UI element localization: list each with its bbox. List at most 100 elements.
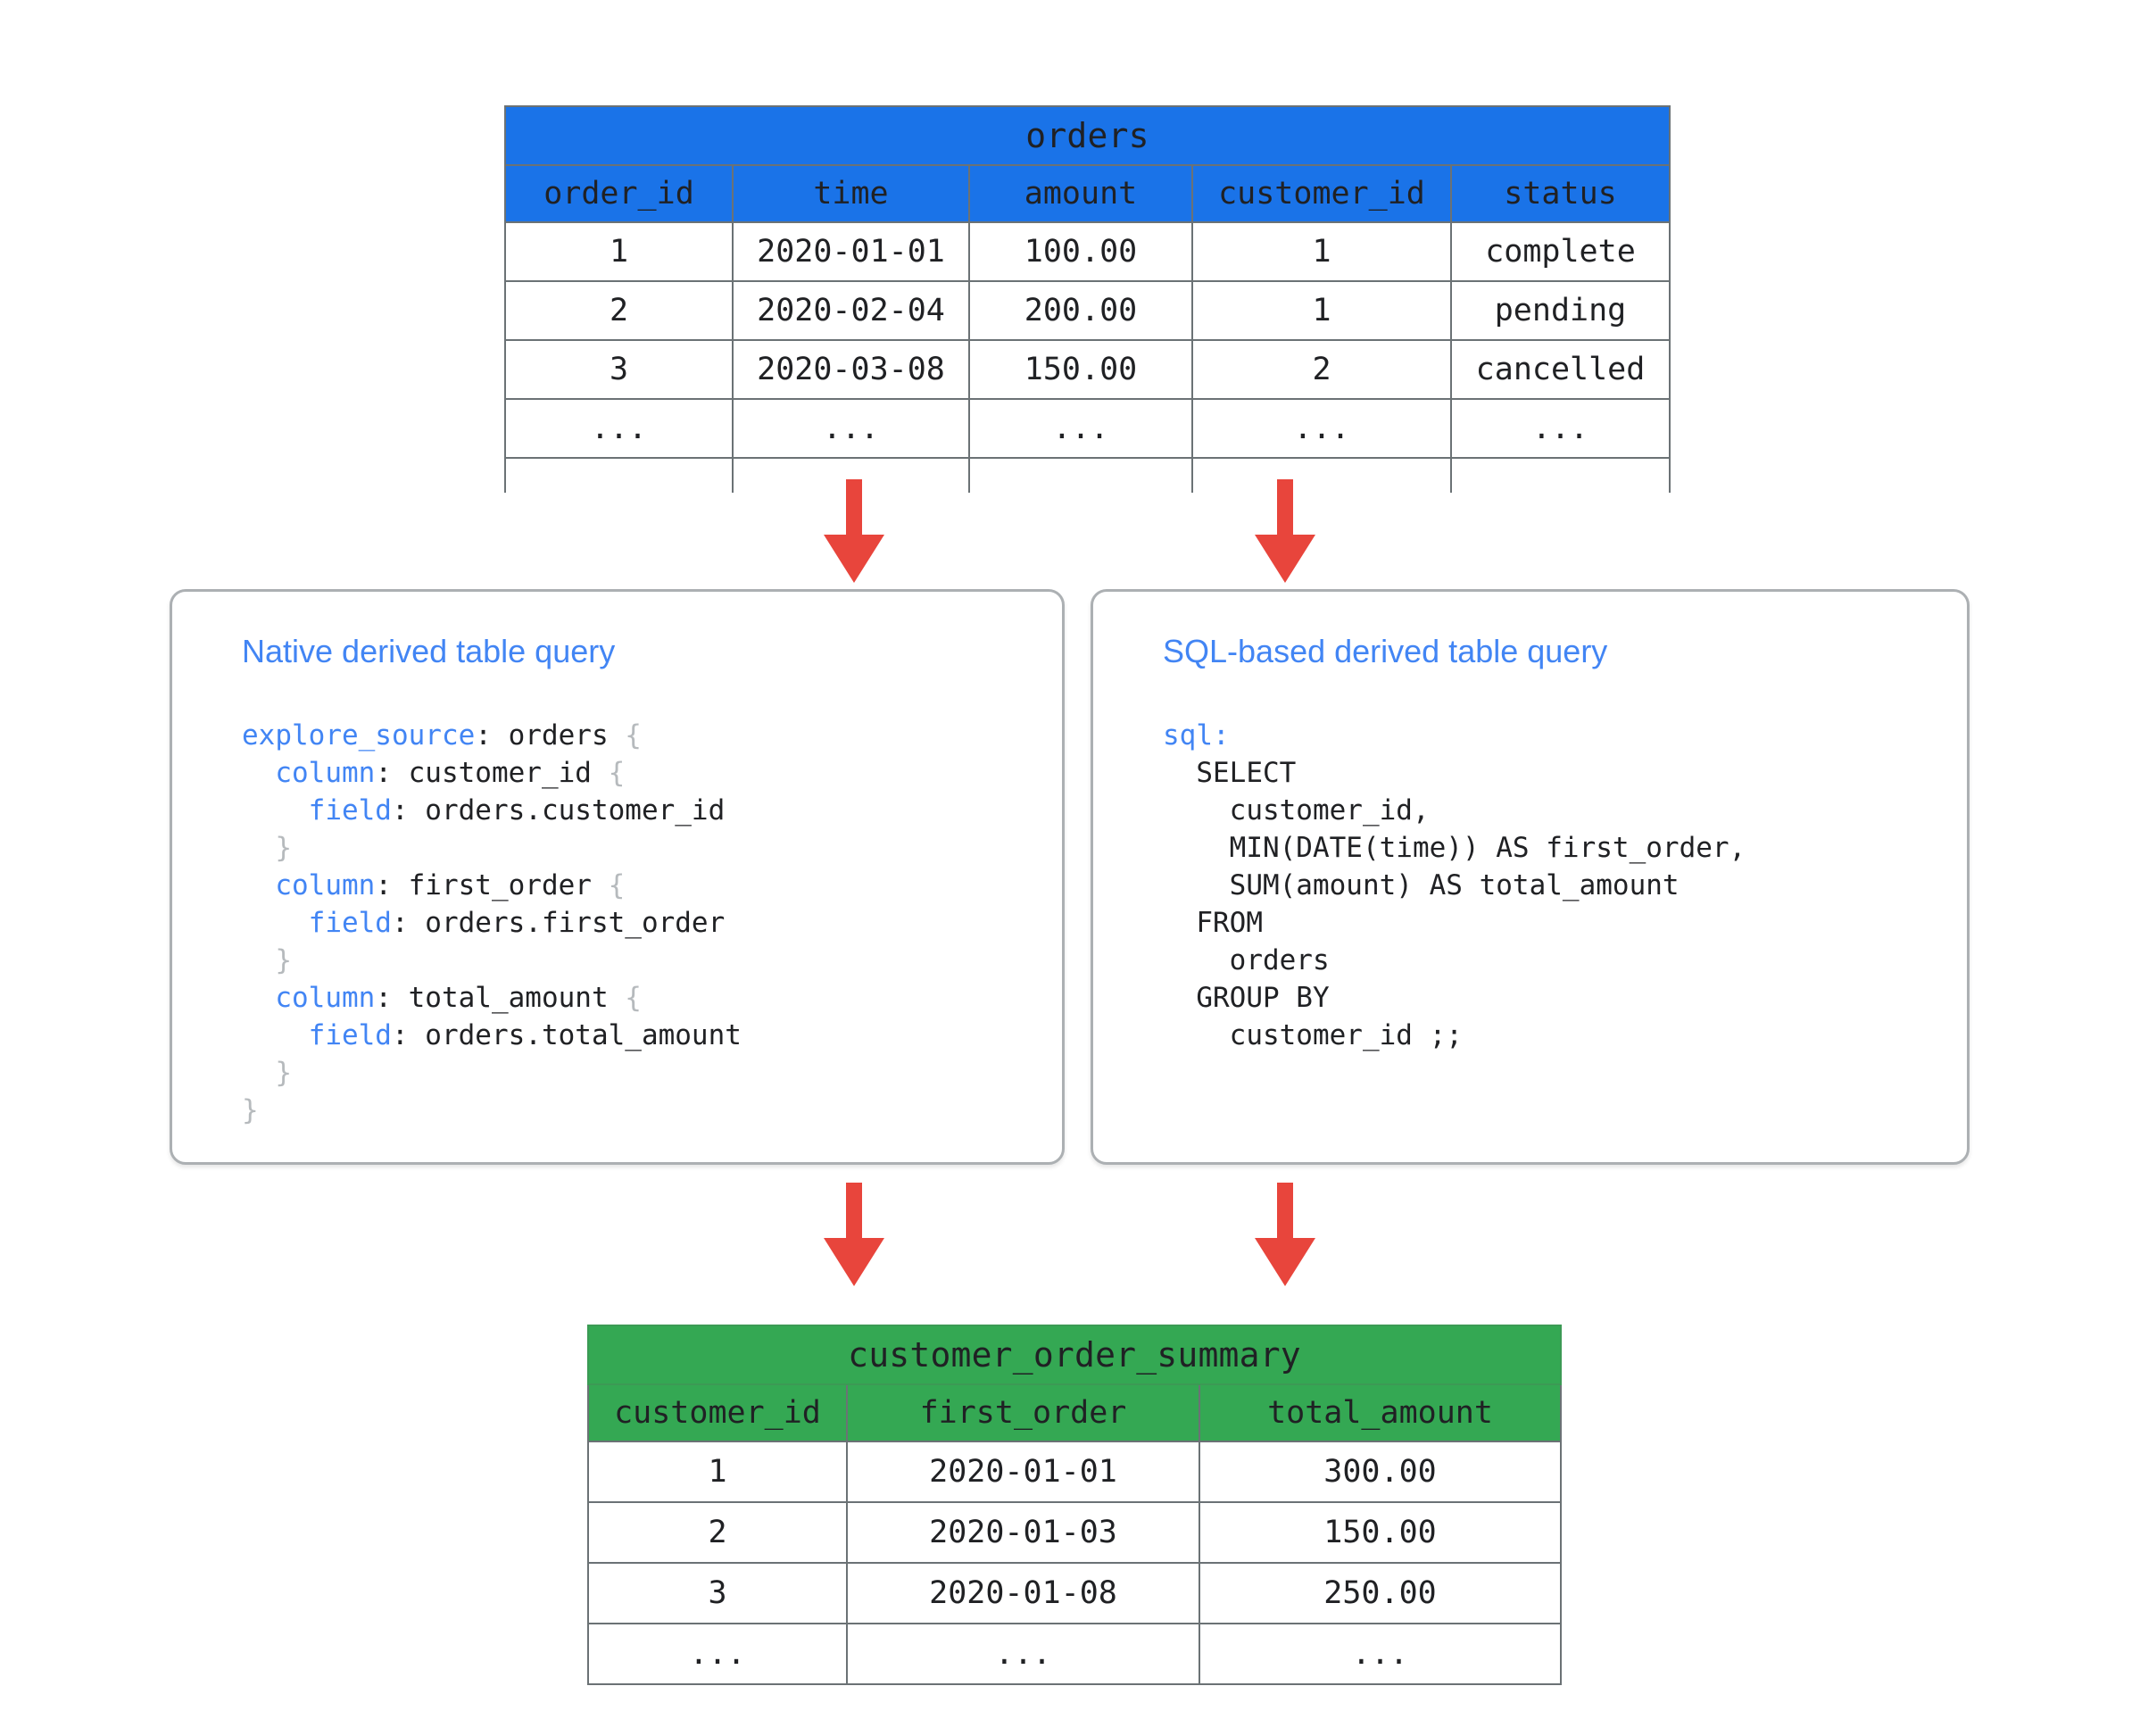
code-token: } (242, 1094, 259, 1126)
code-token: : customer_id (375, 757, 609, 789)
arrow-sql-to-summary-icon (1255, 1183, 1315, 1286)
sql-code-block: sql: SELECT customer_id, MIN(DATE(time))… (1163, 717, 1746, 1054)
table-header-row: order_id time amount customer_id status (504, 164, 1671, 223)
code-token: sql (1163, 719, 1213, 752)
code-token: { (625, 719, 642, 752)
code-token: column (275, 757, 376, 789)
cell: ... (732, 398, 970, 459)
column-header-order-id: order_id (504, 164, 734, 223)
column-header-status: status (1450, 164, 1671, 223)
code-token: column (275, 982, 376, 1014)
code-token: GROUP BY (1163, 982, 1330, 1014)
cell: 3 (504, 339, 734, 400)
code-line: } (242, 942, 742, 979)
cell: 2020-01-03 (846, 1501, 1200, 1564)
cell: ... (968, 398, 1193, 459)
cell: 250.00 (1199, 1562, 1562, 1624)
cell: complete (1450, 221, 1671, 282)
code-token: : orders.customer_id (391, 794, 726, 826)
code-token: { (608, 757, 626, 789)
cell: ... (846, 1623, 1200, 1685)
cell: 2020-01-08 (846, 1562, 1200, 1624)
table-row: 3 2020-01-08 250.00 (587, 1562, 1562, 1624)
native-box-title: Native derived table query (242, 633, 616, 669)
code-token: column (275, 869, 376, 901)
cell: 2 (504, 280, 734, 341)
table-row: 3 2020-03-08 150.00 2 cancelled (504, 339, 1671, 400)
code-line: SELECT (1163, 754, 1746, 792)
table-row: 2 2020-01-03 150.00 (587, 1501, 1562, 1564)
code-line: GROUP BY (1163, 979, 1746, 1017)
cell: 2020-03-08 (732, 339, 970, 400)
cell: ... (1199, 1623, 1562, 1685)
code-token: } (275, 944, 292, 976)
table-row-ellipsis: ... ... ... ... ... (504, 398, 1671, 459)
code-line: } (242, 829, 742, 867)
code-token (242, 944, 275, 976)
column-header-customer-id: customer_id (587, 1383, 848, 1442)
code-line: SUM(amount) AS total_amount (1163, 867, 1746, 904)
cell: 100.00 (968, 221, 1193, 282)
code-token (242, 982, 275, 1014)
code-line: explore_source: orders { (242, 717, 742, 754)
source-table-orders: orders order_id time amount customer_id … (504, 105, 1671, 493)
cell: 1 (504, 221, 734, 282)
cell: cancelled (1450, 339, 1671, 400)
code-line: field: orders.total_amount (242, 1017, 742, 1054)
code-token: } (275, 1057, 292, 1089)
code-token: field (308, 794, 392, 826)
code-token: customer_id ;; (1163, 1019, 1463, 1051)
code-token: customer_id, (1163, 794, 1430, 826)
column-header-amount: amount (968, 164, 1193, 223)
table-row: 1 2020-01-01 100.00 1 complete (504, 221, 1671, 282)
column-header-total-amount: total_amount (1199, 1383, 1562, 1442)
column-header-customer-id: customer_id (1191, 164, 1452, 223)
code-line: column: customer_id { (242, 754, 742, 792)
code-line: MIN(DATE(time)) AS first_order, (1163, 829, 1746, 867)
code-token (242, 869, 275, 901)
cell: 2020-01-01 (732, 221, 970, 282)
cell: 1 (1191, 221, 1452, 282)
table-title-row: customer_order_summary (587, 1325, 1562, 1385)
cell: 1 (587, 1441, 848, 1503)
code-token: : orders.first_order (391, 907, 726, 939)
arrow-orders-to-sql-icon (1255, 479, 1315, 583)
result-table-customer-order-summary: customer_order_summary customer_id first… (587, 1325, 1562, 1685)
native-code-block: explore_source: orders { column: custome… (242, 717, 742, 1129)
table-header-row: customer_id first_order total_amount (587, 1383, 1562, 1442)
column-header-first-order: first_order (846, 1383, 1200, 1442)
code-line: field: orders.customer_id (242, 792, 742, 829)
code-token: explore_source (242, 719, 476, 752)
cell (1191, 457, 1452, 493)
cell: 2020-02-04 (732, 280, 970, 341)
cell: ... (587, 1623, 848, 1685)
result-table-name: customer_order_summary (587, 1325, 1562, 1385)
cell: 200.00 (968, 280, 1193, 341)
code-token: SUM(amount) AS total_amount (1163, 869, 1680, 901)
cell: ... (504, 398, 734, 459)
cell: 1 (1191, 280, 1452, 341)
cell: ... (1450, 398, 1671, 459)
code-line: field: orders.first_order (242, 904, 742, 942)
cell: pending (1450, 280, 1671, 341)
cell: 300.00 (1199, 1441, 1562, 1503)
code-line: customer_id, (1163, 792, 1746, 829)
code-token: orders (1163, 944, 1330, 976)
cell: ... (1191, 398, 1452, 459)
cell: 2020-01-01 (846, 1441, 1200, 1503)
code-token: field (308, 907, 392, 939)
sql-derived-table-box: SQL-based derived table query sql: SELEC… (1091, 589, 1970, 1165)
table-title-row: orders (504, 105, 1671, 166)
code-line: orders (1163, 942, 1746, 979)
cell (504, 457, 734, 493)
code-token: } (275, 832, 292, 864)
code-token: FROM (1163, 907, 1263, 939)
code-token: SELECT (1163, 757, 1297, 789)
table-row-ellipsis: ... ... ... (587, 1623, 1562, 1685)
column-header-time: time (732, 164, 970, 223)
table-row: 1 2020-01-01 300.00 (587, 1441, 1562, 1503)
table-row-clipped (504, 457, 1671, 493)
code-token: : orders.total_amount (391, 1019, 742, 1051)
code-line: } (242, 1092, 742, 1129)
code-line: FROM (1163, 904, 1746, 942)
